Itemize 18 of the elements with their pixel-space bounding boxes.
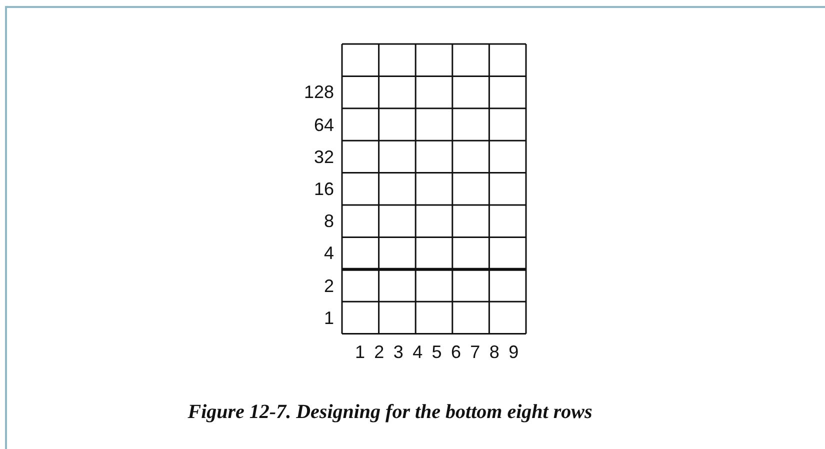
column-number-label: 9 (508, 343, 520, 361)
row-value-label: 16 (312, 180, 334, 198)
row-value-label: 4 (322, 244, 334, 262)
row-value-label: 32 (312, 148, 334, 166)
column-number-label: 8 (488, 343, 500, 361)
row-value-label: 8 (322, 212, 334, 230)
row-value-label: 64 (312, 116, 334, 134)
row-value-label: 1 (322, 308, 334, 327)
column-number-label: 2 (373, 343, 386, 361)
column-number-label: 3 (392, 343, 404, 361)
column-number-label: 6 (450, 343, 462, 361)
column-number-label: 1 (354, 343, 366, 361)
column-number-label: 5 (430, 343, 443, 361)
row-value-label: 128 (302, 83, 334, 102)
column-number-label: 7 (469, 343, 482, 361)
row-value-label: 2 (322, 276, 334, 294)
column-number-label: 4 (412, 343, 424, 361)
figure-caption: Figure 12-7. Designing for the bottom eight rows (186, 400, 594, 425)
